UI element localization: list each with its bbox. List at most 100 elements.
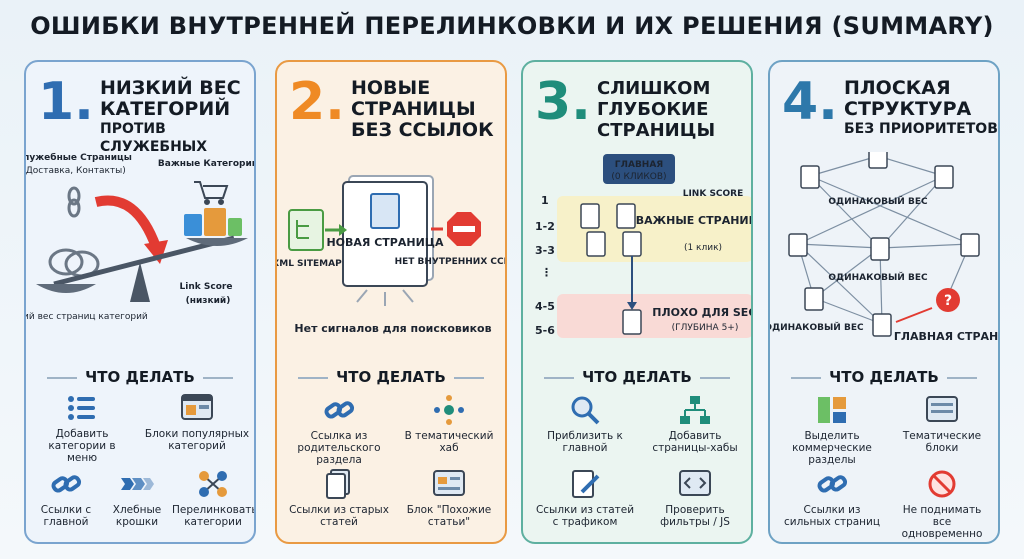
- code-icon: [679, 470, 711, 496]
- hub-icon: [434, 395, 464, 425]
- home-clicks-label: (0 КЛИКОВ): [611, 172, 666, 182]
- solutions-list: Добавить категории в меню Блоки популярн…: [32, 392, 254, 542]
- main-page-label: ГЛАВНАЯ СТРАНИЦА: [894, 330, 1000, 343]
- card-new-pages-no-links: 2. НОВЫЕ СТРАНИЦЫ БЕЗ ССЫЛОК НОВАЯ СТРАН…: [275, 60, 507, 544]
- doc-icon: [370, 193, 400, 229]
- card-number: 4.: [782, 72, 838, 132]
- breadcrumb-icon: [121, 478, 154, 490]
- bad-note: (ГЛУБИНА 5+): [672, 323, 739, 333]
- link-score-note: (низкий): [186, 296, 231, 306]
- important-categories-label: Важные Категории: [158, 159, 256, 169]
- scale-pan-right: [186, 238, 248, 246]
- chain-icon: [48, 186, 100, 278]
- box-icon: [184, 214, 202, 236]
- card-low-category-weight: 1. НИЗКИЙ ВЕС КАТЕГОРИЙ ПРОТИВ СЛУЖЕБНЫХ…: [24, 60, 256, 544]
- page-icon: [342, 181, 428, 287]
- prohibited-icon: [928, 470, 956, 498]
- solution-item: Хлебные крошки: [102, 468, 172, 528]
- scale-pan-left: [36, 284, 96, 293]
- no-signals-label: Нет сигналов для поисковиков: [294, 322, 491, 335]
- svg-text:?: ?: [944, 293, 952, 309]
- arrow-icon: [895, 307, 933, 323]
- layout-icon: [818, 397, 846, 423]
- svg-text:3-3: 3-3: [535, 244, 555, 257]
- same-weight-label: ОДИНАКОВЫЙ ВЕС: [828, 271, 928, 283]
- same-weight-label: ОДИНАКОВЫЙ ВЕС: [828, 195, 928, 207]
- service-pages-label: Служебные Страницы: [26, 152, 132, 163]
- depth-levels: 1 1-2 3-3 ⋮ 4-5 5-6: [535, 194, 555, 337]
- important-label: ВАЖНЫЕ СТРАНИЦЫ: [636, 214, 753, 227]
- card-heading: ПЛОСКАЯ СТРУКТУРА БЕЗ ПРИОРИТЕТОВ: [844, 77, 998, 138]
- solution-item: Проверить фильтры / JS: [645, 468, 745, 528]
- solution-item: В тематический хаб: [399, 394, 499, 454]
- todo-heading: ЧТО ДЕЛАТЬ: [770, 368, 998, 386]
- link-icon: [324, 401, 355, 419]
- blocks-icon: [926, 396, 958, 422]
- svg-text:⋮: ⋮: [541, 266, 552, 279]
- scale-illustration: Служебные Страницы (Доставка, Контакты) …: [26, 152, 256, 322]
- solution-item: Ссылки из сильных страниц: [782, 468, 882, 528]
- card-subheading: БЕЗ ССЫЛОК: [351, 119, 494, 141]
- new-page-label: НОВАЯ СТРАНИЦА: [326, 236, 444, 249]
- solution-item: Тематические блоки: [892, 394, 992, 454]
- svg-text:5-6: 5-6: [535, 324, 555, 337]
- edit-document-icon: [572, 470, 600, 498]
- solution-item: Выделить коммерческие разделы: [782, 394, 882, 466]
- same-weight-label: ОДИНАКОВЫЙ ВЕС: [770, 321, 864, 333]
- link-icon: [817, 475, 848, 493]
- list-icon: [68, 396, 95, 420]
- card-subheading: БЕЗ ПРИОРИТЕТОВ: [844, 121, 998, 137]
- svg-text:1-2: 1-2: [535, 220, 555, 233]
- depth-illustration: ГЛАВНАЯ (0 КЛИКОВ) LINK SCORE 1 1-2 3-3 …: [535, 154, 753, 338]
- box-icon: [228, 218, 242, 236]
- cart-icon: [194, 181, 229, 205]
- signal-arrows: [356, 289, 414, 306]
- card-flat-structure: 4. ПЛОСКАЯ СТРУКТУРА БЕЗ ПРИОРИТЕТОВ ? О…: [768, 60, 1000, 544]
- solution-item: Перелинковать категории: [172, 468, 254, 528]
- page-title: ОШИБКИ ВНУТРЕННЕЙ ПЕРЕЛИНКОВКИ И ИХ РЕШЕ…: [30, 12, 994, 40]
- network-links: [797, 155, 971, 325]
- important-note: (1 клик): [684, 243, 722, 253]
- scale-beam: [53, 235, 235, 287]
- low-weight-label: Низкий вес страниц категорий: [26, 312, 148, 322]
- scale-stand: [130, 262, 150, 302]
- svg-text:4-5: 4-5: [535, 300, 555, 313]
- network-icon: [199, 471, 227, 497]
- todo-heading: ЧТО ДЕЛАТЬ: [277, 368, 505, 386]
- search-icon: [571, 396, 600, 425]
- solutions-list: Приблизить к главной Добавить страницы-х…: [529, 392, 749, 542]
- card-subheading: ПРОТИВ СЛУЖЕБНЫХ: [100, 121, 208, 155]
- service-examples-label: (Доставка, Контакты): [26, 166, 126, 176]
- solution-item: Блоки популярных категорий: [142, 392, 252, 452]
- documents-icon: [326, 469, 350, 499]
- page-icons: [788, 152, 980, 337]
- home-label: ГЛАВНАЯ: [615, 160, 664, 170]
- flat-network-illustration: ? ОДИНАКОВЫЙ ВЕС ОДИНАКОВЫЙ ВЕС ОДИНАКОВ…: [770, 152, 1000, 343]
- link-score-label: Link Score: [180, 282, 233, 292]
- home-node: [603, 154, 675, 184]
- link-score-label: LINK SCORE: [683, 189, 744, 199]
- solution-item: Ссылки из статей с трафиком: [535, 468, 635, 528]
- sitemap-icon: [288, 209, 324, 251]
- solution-item: Не поднимать все одновременно: [892, 468, 992, 540]
- svg-text:1: 1: [541, 194, 549, 207]
- solution-item: Ссылки из старых статей: [289, 468, 389, 528]
- page-icons: [580, 203, 642, 335]
- orphan-page-illustration: НОВАЯ СТРАНИЦА XML SITEMAP НЕТ ВНУТРЕННИ…: [277, 175, 507, 335]
- card-heading: НОВЫЕ СТРАНИЦЫ БЕЗ ССЫЛОК: [351, 78, 505, 141]
- box-icon: [204, 208, 226, 236]
- card-heading: НИЗКИЙ ВЕС КАТЕГОРИЙ ПРОТИВ СЛУЖЕБНЫХ: [100, 78, 254, 156]
- solution-item: Добавить страницы-хабы: [645, 394, 745, 454]
- todo-heading: ЧТО ДЕЛАТЬ: [26, 368, 254, 386]
- hierarchy-icon: [680, 396, 710, 424]
- card-number: 3.: [535, 72, 591, 132]
- related-block-icon: [433, 470, 465, 496]
- question-icon: [936, 288, 960, 312]
- card-number: 1.: [38, 72, 94, 132]
- solution-item: Ссылки с главной: [32, 468, 100, 528]
- card-heading: СЛИШКОМ ГЛУБОКИЕ СТРАНИЦЫ: [597, 78, 716, 141]
- todo-heading: ЧТО ДЕЛАТЬ: [523, 368, 751, 386]
- no-links-label: НЕТ ВНУТРЕННИХ ССЫЛОК: [395, 257, 507, 267]
- link-icon: [51, 475, 82, 493]
- solutions-list: Выделить коммерческие разделы Тематическ…: [776, 392, 996, 542]
